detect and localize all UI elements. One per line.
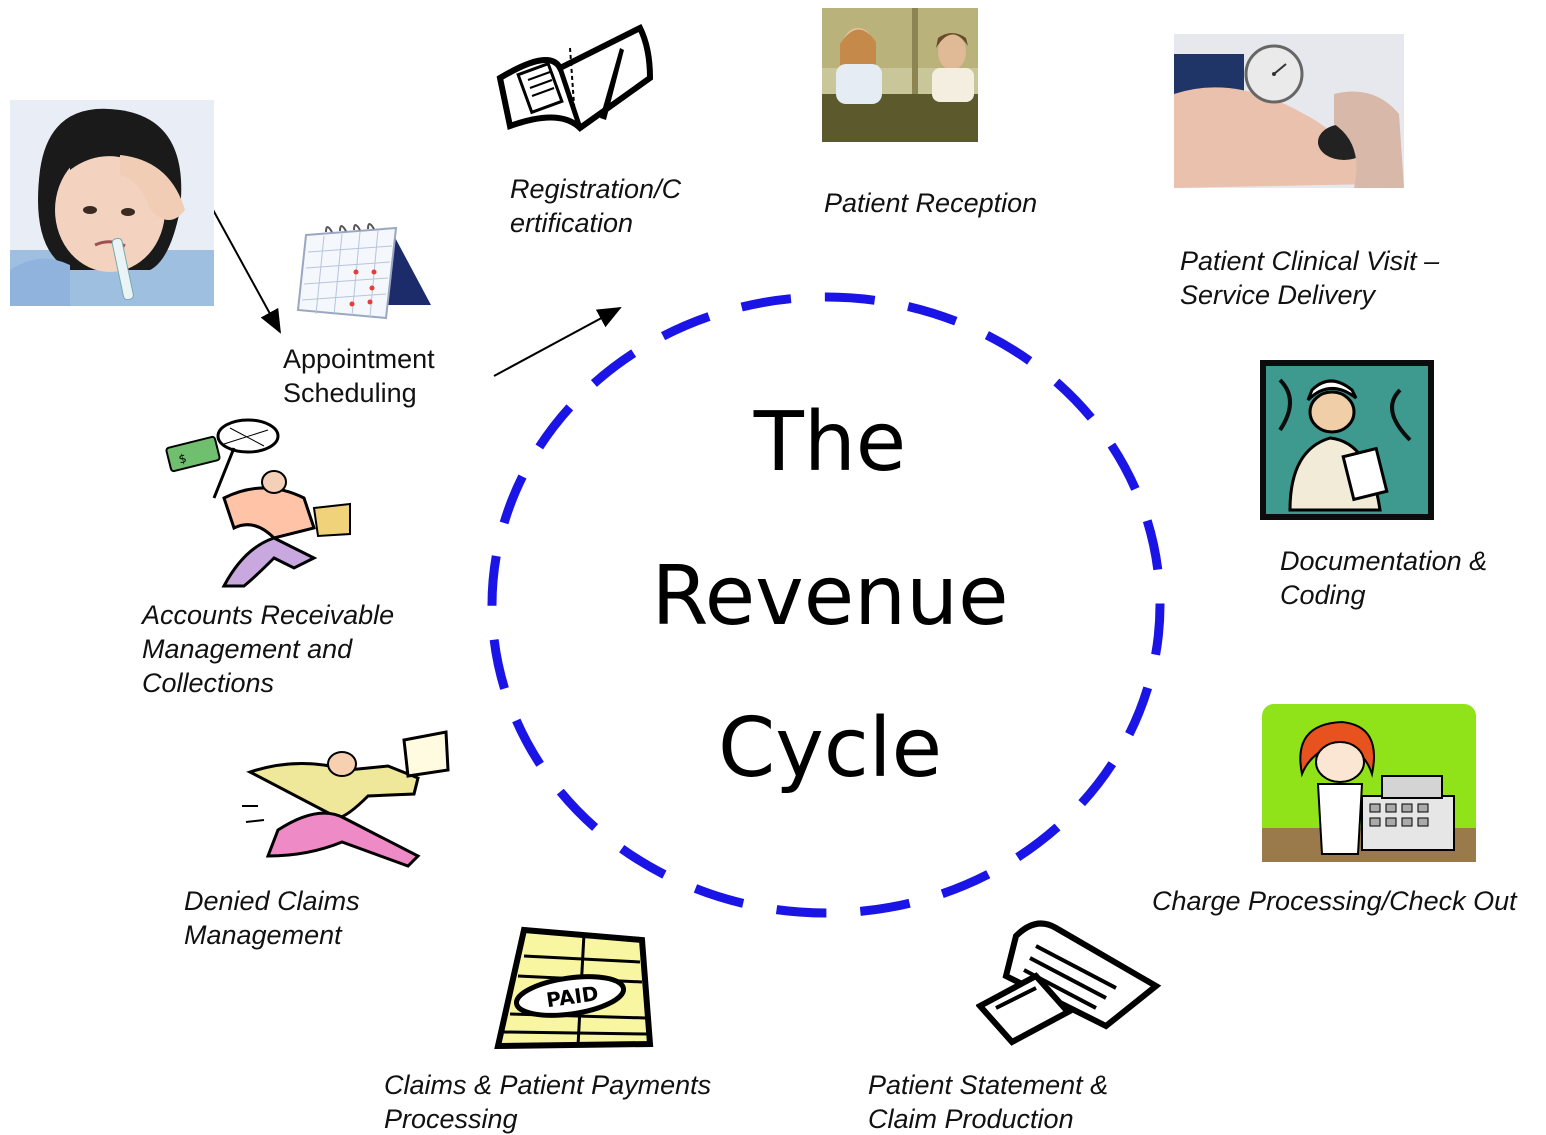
sick-child-photo [10, 100, 214, 306]
label-line: Management and [142, 634, 353, 664]
label-line: Coding [1280, 580, 1366, 610]
money-net-chaser-icon: $ [165, 418, 351, 588]
label-line: Patient Statement & [868, 1070, 1109, 1100]
label-line: Claim Production [868, 1104, 1074, 1134]
label-accounts-receivable: Accounts Receivable Management and Colle… [142, 598, 394, 700]
label-line: Denied Claims [184, 886, 360, 916]
blood-pressure-photo [1174, 34, 1404, 188]
statement-paper-icon [976, 920, 1162, 1046]
clipboard-doctor-icon [1260, 360, 1434, 520]
label-patient-clinical-visit: Patient Clinical Visit – Service Deliver… [1180, 244, 1439, 312]
label-patient-reception: Patient Reception [824, 186, 1037, 220]
label-line: Accounts Receivable [142, 600, 395, 630]
svg-text:$: $ [177, 451, 188, 466]
label-line: Management [184, 920, 342, 950]
label-line: Scheduling [283, 378, 417, 408]
label-line: Charge Processing/Check Out [1152, 886, 1517, 916]
label-line: Documentation & [1280, 546, 1488, 576]
label-registration-certification: Registration/C ertification [510, 172, 681, 240]
cash-register-icon [1262, 704, 1476, 862]
label-line: Patient Reception [824, 188, 1038, 218]
reception-desk-photo [822, 8, 978, 142]
arrow-appointment-to-cycle [493, 307, 622, 377]
label-patient-statement: Patient Statement & Claim Production [868, 1068, 1108, 1135]
label-documentation-coding: Documentation & Coding [1280, 544, 1487, 612]
label-line: ertification [510, 208, 634, 238]
label-line: Processing [384, 1104, 518, 1134]
label-denied-claims: Denied Claims Management [184, 884, 360, 952]
center-title-line2: Revenue [651, 549, 1009, 644]
label-claims-payments: Claims & Patient Payments Processing [384, 1068, 711, 1135]
center-title-line3: Cycle [717, 701, 943, 796]
label-line: Patient Clinical Visit – [1180, 246, 1440, 276]
calendar-icon [296, 223, 431, 320]
notebook-pen-icon [496, 23, 654, 132]
running-man-paper-icon [242, 730, 450, 868]
label-line: Claims & Patient Payments [384, 1070, 712, 1100]
label-line: Registration/C [510, 174, 682, 204]
label-line: Service Delivery [1180, 280, 1376, 310]
label-charge-processing: Charge Processing/Check Out [1152, 884, 1517, 918]
arrow-child-to-appointment [211, 207, 281, 334]
center-title-line1: The [753, 395, 907, 490]
label-line: Appointment [283, 344, 435, 374]
paid-stamp-icon: PAID [494, 926, 654, 1050]
cycle-dashed-circle [487, 292, 1165, 918]
label-appointment-scheduling: Appointment Scheduling [283, 342, 435, 410]
label-line: Collections [142, 668, 275, 698]
